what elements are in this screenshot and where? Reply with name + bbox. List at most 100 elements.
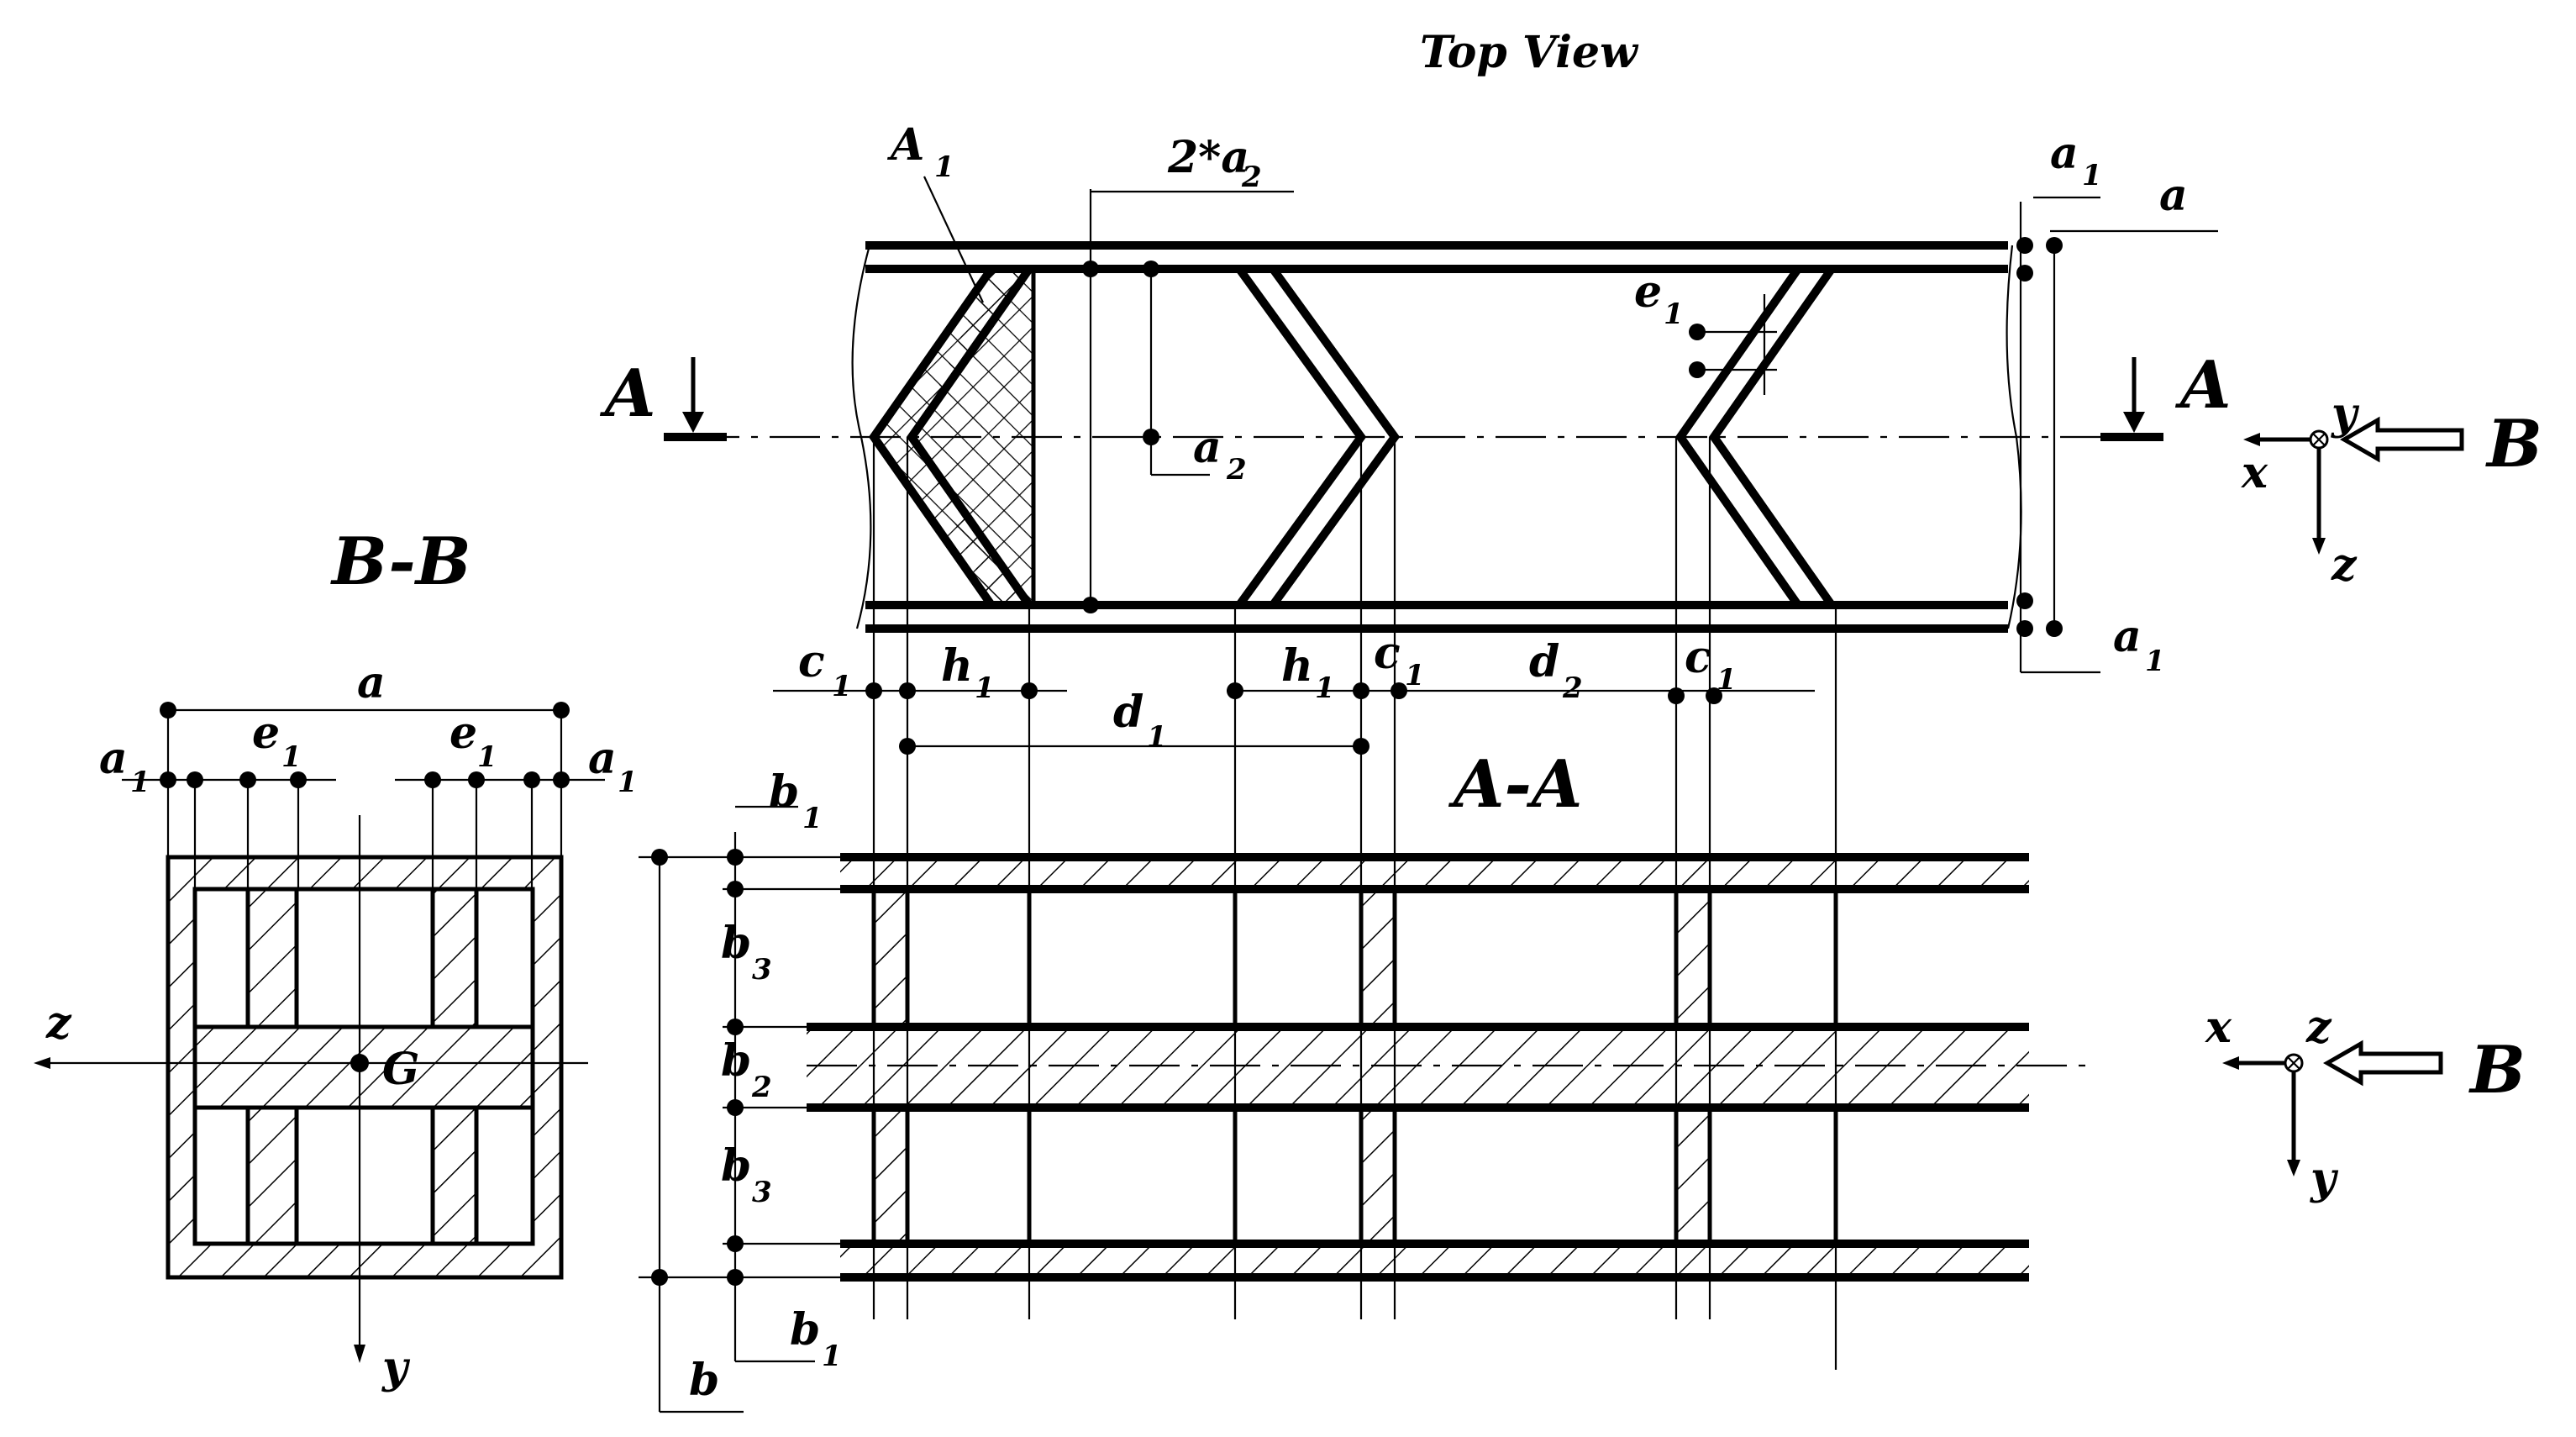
svg-text:a: a — [2050, 128, 2079, 179]
section-aa: A-A b1 b3 b2 b3 b1 b — [639, 746, 2526, 1413]
svg-text:1: 1 — [934, 150, 954, 184]
svg-text:b: b — [721, 1035, 751, 1087]
bb-box — [166, 855, 564, 1280]
label-d2: d2 — [1529, 636, 1583, 705]
aa-b-dimensions — [639, 805, 840, 1413]
top-dimensions — [923, 176, 2218, 674]
view-B-aa: B — [2468, 1032, 2526, 1108]
bb-axis-z: z — [45, 997, 72, 1049]
label-A1: A 1 — [886, 119, 954, 184]
svg-text:a: a — [1193, 422, 1222, 473]
svg-text:h: h — [1281, 640, 1313, 692]
svg-text:z: z — [2331, 540, 2358, 591]
svg-text:c: c — [798, 636, 825, 687]
svg-text:1: 1 — [2145, 645, 2165, 678]
view-B-top: B — [2485, 406, 2542, 482]
label-e1-top: e 1 — [1634, 266, 1684, 331]
svg-text:3: 3 — [752, 953, 772, 987]
svg-text:2: 2 — [1226, 453, 1247, 487]
svg-text:1: 1 — [1716, 663, 1737, 697]
bb-axes: z y G — [34, 815, 588, 1393]
top-view: Top View A — [599, 27, 2542, 678]
svg-text:c: c — [1374, 628, 1401, 679]
svg-text:1: 1 — [832, 670, 852, 703]
aa-label-b1-bottom: b1 — [790, 1304, 842, 1373]
top-view-title: Top View — [1420, 27, 1639, 78]
bb-title: B-B — [330, 524, 471, 600]
top-beam-outline — [851, 241, 2022, 633]
svg-text:b: b — [721, 1140, 751, 1192]
svg-text:1: 1 — [477, 740, 497, 774]
svg-text:e: e — [252, 708, 280, 759]
section-mark-right: A — [2100, 347, 2232, 441]
svg-text:a: a — [99, 733, 128, 784]
svg-text:b: b — [790, 1304, 820, 1355]
svg-text:1: 1 — [822, 1340, 842, 1373]
svg-text:1: 1 — [1315, 671, 1335, 705]
svg-text:1: 1 — [975, 671, 995, 705]
svg-text:x: x — [2205, 1002, 2232, 1053]
svg-text:1: 1 — [618, 766, 638, 799]
svg-text:1: 1 — [1405, 659, 1425, 692]
bb-dim-a: a — [357, 657, 386, 708]
aa-label-b: b — [689, 1355, 719, 1406]
bb-axis-y: y — [381, 1342, 411, 1393]
svg-text:e: e — [449, 708, 477, 759]
svg-text:1: 1 — [281, 740, 302, 774]
svg-text:1: 1 — [1147, 720, 1167, 754]
aa-title: A-A — [1448, 746, 1582, 823]
label-2a2: 2*a 2 — [1167, 132, 1262, 194]
svg-text:1: 1 — [130, 766, 150, 799]
svg-text:2: 2 — [1241, 161, 1262, 194]
label-a1-top: a 1 — [2050, 128, 2102, 192]
svg-text:d: d — [1529, 636, 1559, 687]
label-a1-bottom: a 1 — [2113, 611, 2165, 678]
section-mark-left: A — [599, 355, 727, 441]
svg-text:e: e — [1634, 266, 1662, 318]
svg-text:x: x — [2241, 447, 2268, 498]
aa-label-b2: b2 — [721, 1035, 772, 1104]
svg-text:A: A — [2174, 347, 2232, 424]
svg-text:h: h — [941, 640, 973, 692]
svg-text:1: 1 — [802, 802, 823, 835]
svg-text:b: b — [769, 766, 799, 818]
top-axis-triad: x y z B — [2241, 388, 2542, 591]
svg-text:2*a: 2*a — [1167, 132, 1249, 183]
bb-dimensions — [122, 702, 605, 891]
svg-text:3: 3 — [752, 1176, 772, 1209]
aa-label-b1-top: b1 — [769, 766, 823, 835]
label-a2: a 2 — [1193, 422, 1247, 487]
svg-text:1: 1 — [1664, 297, 1684, 331]
svg-text:a: a — [2113, 611, 2142, 662]
svg-text:b: b — [721, 918, 751, 969]
bb-center-G: G — [382, 1044, 419, 1095]
svg-text:A: A — [599, 355, 656, 432]
label-a: a — [2159, 170, 2188, 221]
svg-text:d: d — [1113, 687, 1143, 738]
svg-text:c: c — [1685, 632, 1711, 683]
svg-text:y: y — [2310, 1153, 2339, 1204]
svg-text:2: 2 — [1562, 671, 1583, 705]
aa-label-b3-top: b3 — [721, 918, 772, 987]
svg-text:z: z — [2305, 1002, 2332, 1053]
aa-label-b3-bottom: b3 — [721, 1140, 772, 1209]
top-dimension-dots — [1082, 237, 2063, 637]
svg-text:A: A — [886, 119, 924, 171]
svg-text:2: 2 — [751, 1071, 772, 1104]
svg-text:1: 1 — [2082, 159, 2102, 192]
svg-text:a: a — [588, 733, 617, 784]
aa-axis-triad: x z y B — [2205, 1002, 2526, 1204]
